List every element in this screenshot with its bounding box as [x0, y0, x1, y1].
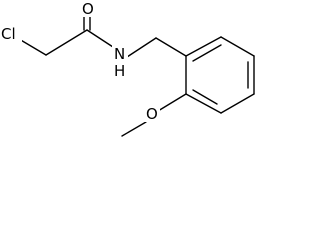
chemical-structure-diagram: Cl O N H O: [0, 0, 255, 137]
atom-n-label: N: [114, 45, 125, 63]
atom-carbonyl-o-label: O: [82, 0, 94, 18]
ring-bond-2: [220, 36, 255, 57]
atom-cl-label: Cl: [1, 25, 16, 43]
ring-inner-bond-c: [192, 89, 218, 105]
bond-c1-c2: [45, 29, 88, 56]
bond-cl-c1: [18, 38, 47, 56]
atom-label-layer: Cl O N H O: [0, 0, 160, 123]
bond-ring-o: [157, 93, 187, 112]
bond-o-ch3: [121, 121, 147, 137]
atom-methoxy-o-label: O: [146, 105, 158, 123]
bond-n-c3: [126, 37, 157, 58]
ring-bond-1: [185, 36, 222, 57]
ring-bond-5: [185, 93, 222, 114]
bond-c3-ring: [155, 37, 187, 57]
bond-layer: [18, 10, 255, 137]
atom-nh-label: H: [114, 62, 125, 80]
ring-inner-bond-a: [192, 44, 222, 62]
bond-c2-n: [86, 29, 114, 48]
ring-bond-4: [220, 93, 255, 114]
